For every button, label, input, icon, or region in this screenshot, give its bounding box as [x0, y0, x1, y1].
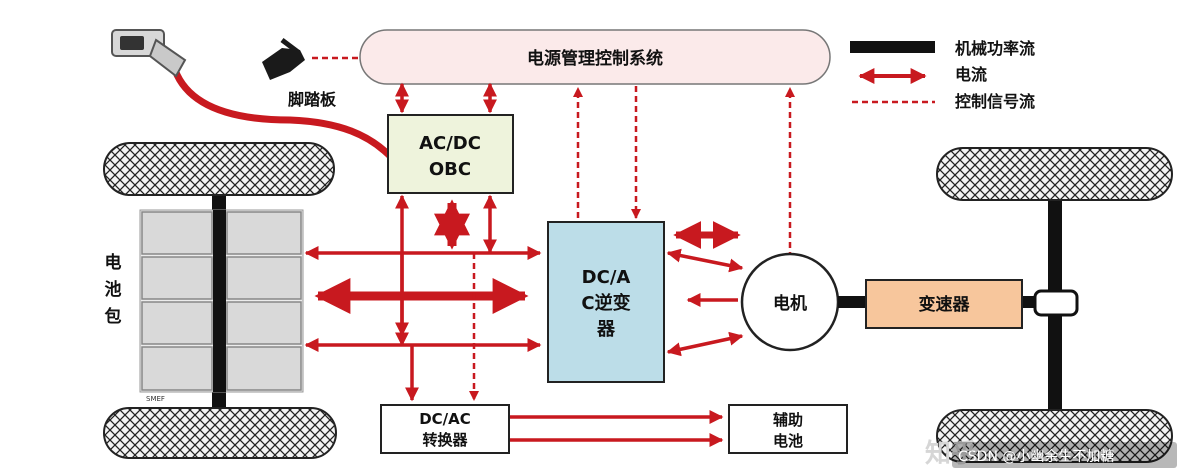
- battery-pack: SMEF: [139, 209, 304, 403]
- csdn-watermark: CSDN @小幽余生不加糖: [958, 448, 1114, 465]
- obc-label-line2: OBC: [429, 159, 471, 180]
- converter-box: [380, 404, 510, 454]
- tire-icon: [936, 147, 1173, 201]
- legend-current-label: 电流: [955, 65, 987, 84]
- aux-battery-box: [728, 404, 848, 454]
- charging-plug-icon: [111, 29, 395, 161]
- inverter-box: [547, 221, 665, 383]
- power-management-box: [359, 29, 831, 85]
- legend: 机械功率流 电流 控制信号流: [850, 39, 1035, 111]
- legend-mechanical-swatch: [850, 41, 935, 53]
- converter-label-line1: DC/AC: [419, 410, 471, 428]
- zhihu-watermark: 知乎: [925, 439, 977, 469]
- battery-label-1: 电: [105, 252, 122, 273]
- inverter-label-line3: 器: [596, 319, 616, 340]
- inverter-label-line2: C逆变: [581, 292, 630, 314]
- power-management-label: 电源管理控制系统: [527, 48, 663, 69]
- legend-signal-label: 控制信号流: [955, 92, 1035, 111]
- bold-current-arrows: [314, 199, 741, 314]
- control-signal-arrows: [469, 86, 795, 401]
- obc-box: [387, 114, 514, 194]
- tire-icon: [103, 407, 337, 459]
- converter-label-line2: 转换器: [422, 431, 468, 449]
- differential: [1033, 289, 1079, 317]
- tire-icon: [936, 409, 1173, 463]
- inverter-label-line1: DC/A: [582, 267, 631, 288]
- csdn-watermark-bg: [952, 442, 1177, 468]
- aux-battery-label-line1: 辅助: [773, 411, 803, 429]
- battery-tag: SMEF: [146, 395, 165, 403]
- battery-label-3: 包: [105, 306, 122, 327]
- motor-label: 电机: [773, 293, 807, 314]
- tire-icon: [103, 142, 335, 196]
- pedal-icon: [262, 38, 305, 80]
- motor-shaft: [838, 296, 868, 308]
- battery-label-2: 池: [105, 279, 122, 300]
- gearbox-box: [865, 279, 1023, 329]
- obc-label-line1: AC/DC: [419, 133, 481, 154]
- aux-battery-label-line2: 电池: [773, 432, 803, 450]
- pedal-label: 脚踏板: [288, 90, 337, 109]
- current-arrows: [304, 82, 744, 447]
- gearbox-label: 变速器: [919, 294, 971, 315]
- legend-mechanical-label: 机械功率流: [955, 39, 1035, 58]
